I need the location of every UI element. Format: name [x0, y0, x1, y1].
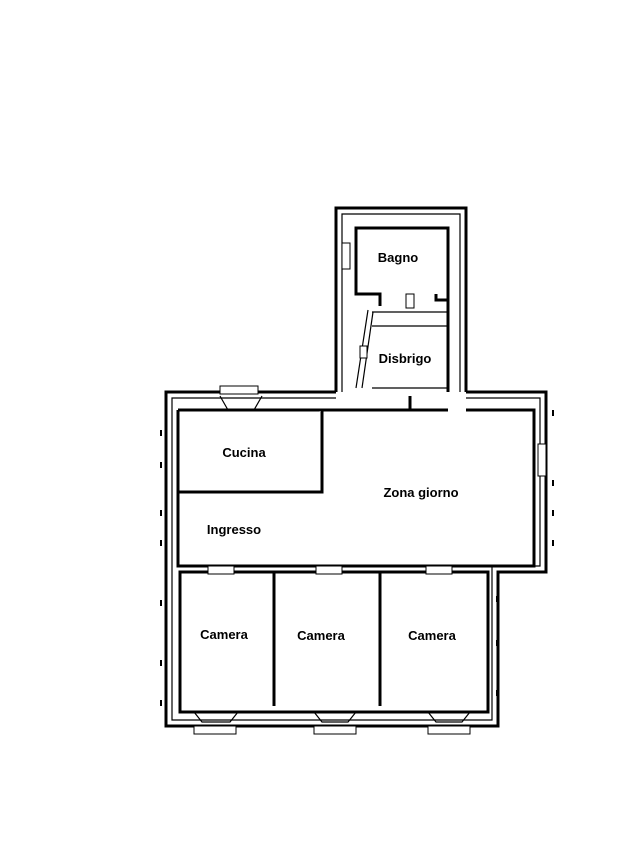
kitchen	[178, 385, 324, 494]
kitchen-window	[219, 385, 259, 395]
ink-marks	[160, 410, 554, 706]
bedroom-block	[178, 565, 490, 735]
bathroom-wing	[334, 206, 468, 392]
bedroom-top-wall	[178, 570, 490, 714]
room-label-zona-giorno: Zona giorno	[383, 485, 458, 500]
inner-perimeter-wall	[176, 396, 536, 568]
room-label-camera-3: Camera	[408, 628, 456, 643]
outer-wall-inner-line	[171, 397, 541, 721]
bedroom-3-window	[427, 725, 471, 735]
bedroom-1-window	[193, 725, 237, 735]
bedroom-1-window-sill	[193, 711, 239, 723]
kitchen-window-sill	[219, 395, 263, 411]
bathroom-wall	[354, 226, 450, 302]
room-label-bagno: Bagno	[378, 250, 419, 265]
corridor-door-handle	[359, 345, 368, 359]
bathroom-wall-bottom-left	[354, 240, 382, 306]
room-label-camera-1: Camera	[200, 627, 248, 642]
bedroom-1-door	[207, 565, 235, 575]
bedroom-3-window-sill	[427, 711, 471, 723]
bedroom-3-door	[425, 565, 453, 575]
room-label-cucina: Cucina	[222, 445, 266, 460]
bathroom-door-jamb	[405, 293, 415, 309]
kitchen-wall	[178, 410, 324, 494]
living-room-window	[537, 443, 547, 477]
bathroom-window	[341, 242, 351, 270]
bedroom-2-door	[315, 565, 343, 575]
room-label-camera-2: Camera	[297, 628, 345, 643]
room-label-disbrigo: Disbrigo	[379, 351, 432, 366]
bedroom-2-window	[313, 725, 357, 735]
room-label-ingresso: Ingresso	[207, 522, 261, 537]
wing-outer-wall-inner-line	[341, 213, 461, 392]
bedroom-2-window-sill	[313, 711, 357, 723]
